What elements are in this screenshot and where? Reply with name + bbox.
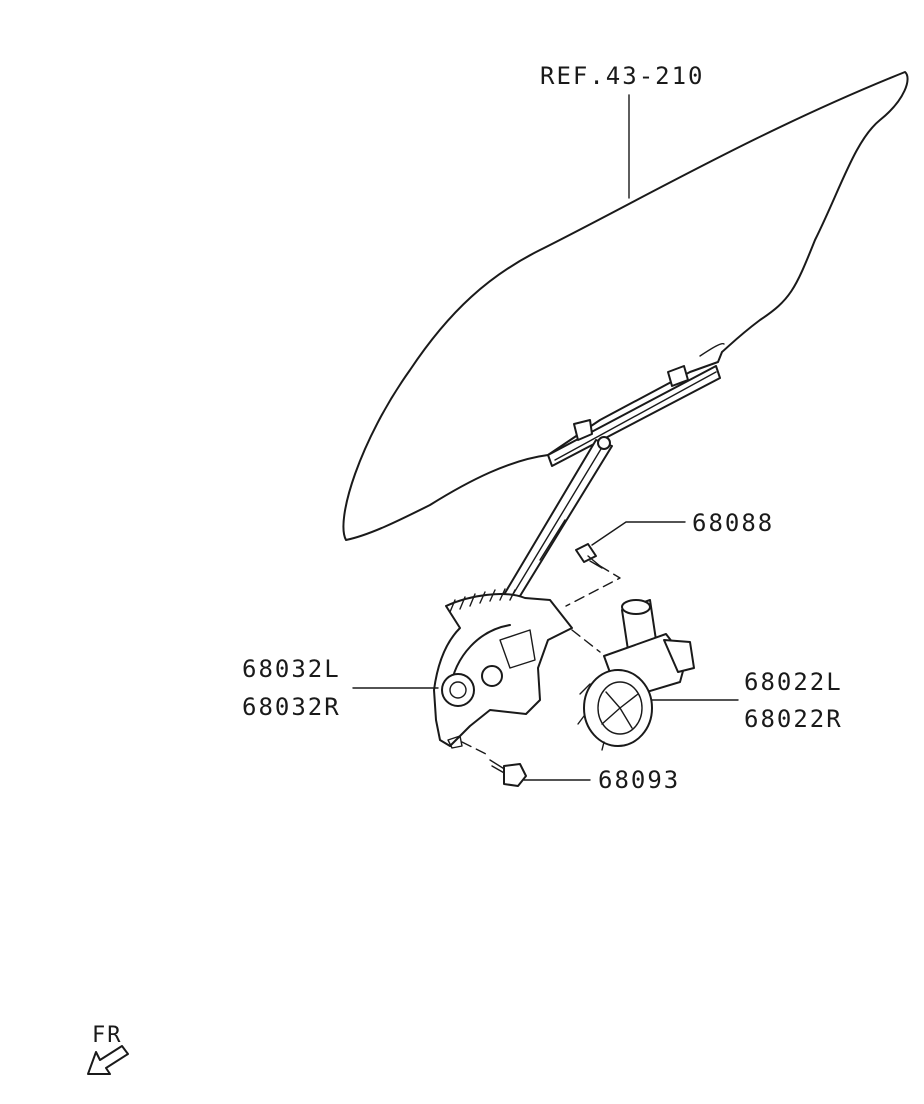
- regulator-base: [433, 588, 573, 749]
- callout-glass-ref: REF.43-210: [540, 62, 705, 90]
- direction-marker: FR: [87, 1023, 129, 1075]
- front-arrow-icon: [87, 1045, 129, 1075]
- bolt-upper-dash-line: [565, 565, 621, 607]
- regulator-carrier-rail: [547, 365, 721, 467]
- callout-regulator-right: 68032R: [242, 693, 341, 721]
- callout-regulator-left: 68032L: [242, 655, 341, 683]
- callout-bolt-lower: 68093: [598, 766, 680, 794]
- callout-bolt-upper: 68088: [692, 509, 774, 537]
- assembly-link-lines: [571, 629, 601, 653]
- callout-motor-left: 68022L: [744, 668, 843, 696]
- door-glass: [342, 71, 909, 541]
- bolt-lower: [489, 759, 527, 787]
- window-motor: [577, 599, 695, 751]
- direction-label: FR: [92, 1023, 123, 1048]
- bolt-lower-dash-line: [461, 741, 491, 757]
- callout-motor-right: 68022R: [744, 705, 843, 733]
- bolt-upper-leader: [591, 521, 686, 546]
- bolt-upper: [575, 543, 603, 569]
